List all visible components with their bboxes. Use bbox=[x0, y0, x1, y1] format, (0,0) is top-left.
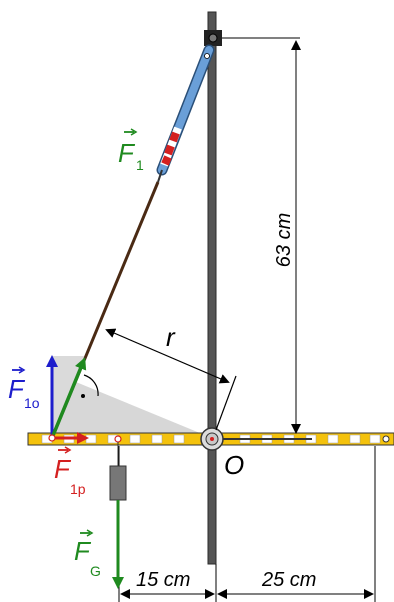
r-label: r bbox=[166, 322, 176, 352]
svg-text:F: F bbox=[8, 374, 26, 404]
svg-text:1o: 1o bbox=[24, 395, 40, 411]
right-angle-arc bbox=[83, 374, 99, 397]
label-f1: F 1 bbox=[118, 128, 144, 173]
pivot-label: O bbox=[224, 450, 244, 480]
svg-text:1p: 1p bbox=[70, 481, 86, 497]
svg-text:F: F bbox=[118, 138, 136, 168]
dim-vertical-label: 63 cm bbox=[273, 213, 295, 267]
right-angle-dot bbox=[81, 394, 85, 398]
lever-arm-r bbox=[105, 328, 237, 431]
svg-text:1: 1 bbox=[136, 157, 144, 173]
dimension-vertical bbox=[222, 37, 301, 434]
dim-left-label: 15 cm bbox=[136, 569, 190, 591]
pivot-joint bbox=[200, 427, 224, 451]
svg-text:G: G bbox=[90, 563, 101, 579]
top-clamp bbox=[204, 30, 222, 46]
label-f1o: F 1o bbox=[8, 366, 40, 411]
svg-text:F: F bbox=[54, 454, 72, 484]
label-fg: F G bbox=[74, 529, 101, 579]
dim-right-label: 25 cm bbox=[261, 569, 316, 591]
force-f1-arrow bbox=[50, 357, 87, 439]
hanging-weight bbox=[109, 435, 127, 501]
lever-arm-triangle bbox=[52, 382, 212, 438]
label-f1p: F 1p bbox=[54, 446, 86, 497]
svg-text:F: F bbox=[74, 536, 92, 566]
force-application-point bbox=[48, 434, 56, 442]
vertical-pole bbox=[207, 11, 217, 565]
spring-scale-arm bbox=[156, 44, 215, 183]
